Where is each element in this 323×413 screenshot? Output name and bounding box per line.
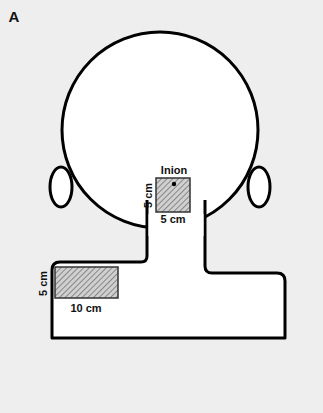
neck-join-patch (149, 214, 204, 236)
right-ear (248, 167, 270, 207)
shoulder-electrode (55, 267, 118, 298)
landmark-label: Inion (161, 165, 187, 176)
dimension-label: 5 cm (143, 182, 154, 207)
dimension-label: 5 cm (160, 214, 185, 225)
dimension-label: 10 cm (70, 303, 101, 314)
neck-shoulders-outline (52, 200, 285, 338)
dimension-label: 5 cm (38, 270, 49, 295)
panel-letter: A (9, 9, 20, 24)
head-outline (62, 32, 258, 228)
inion-dot (172, 182, 176, 186)
occipital-electrode (156, 178, 190, 212)
left-ear (50, 167, 72, 207)
